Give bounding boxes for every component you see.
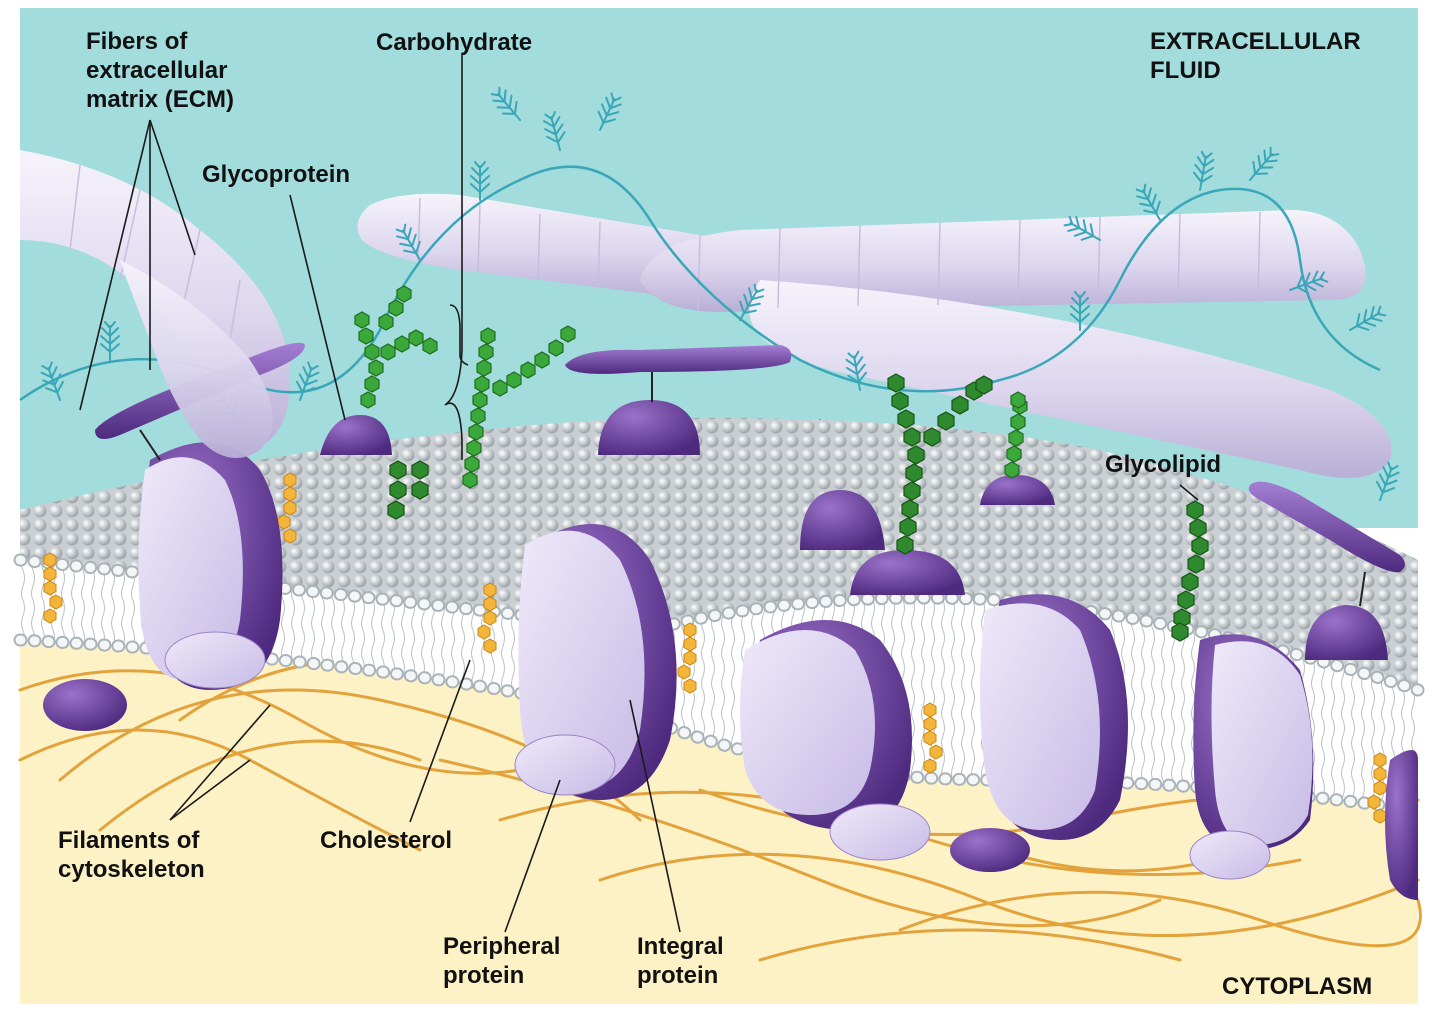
membrane-outer-surface (20, 418, 1418, 690)
carbohydrate-label: Carbohydrate (376, 29, 533, 56)
integral-protein-3 (740, 620, 1030, 872)
integral-protein-label: Integral protein (637, 932, 724, 990)
extracellular-fluid-line-1: EXTRACELLULAR (1150, 28, 1361, 55)
peripheral-protein-label: Peripheral protein (443, 932, 560, 990)
membrane-upper-head-highlight (15, 555, 1423, 695)
extracellular-fluid-line-2: FLUID (1150, 57, 1221, 84)
glycoprotein-label: Glycoprotein (202, 161, 351, 188)
integral-protein-5 (1189, 634, 1314, 880)
integral-proteins (138, 442, 1418, 900)
integral-protein-4 (980, 594, 1128, 840)
peripheral-protein-left (43, 679, 127, 731)
integral-protein-1 (138, 442, 283, 690)
integral-protein-2 (514, 524, 677, 800)
glycolipid-label: Glycolipid (1105, 451, 1222, 478)
cytoplasm-label: CYTOPLASM (1222, 973, 1373, 1000)
ecm-label-line-3: matrix (ECM) (86, 86, 235, 113)
extracellular-fluid-label: EXTRACELLULAR FLUID (1150, 27, 1361, 85)
glycoproteins (139, 372, 1388, 660)
cytoskeleton-label: Filaments of cytoskeleton (58, 826, 205, 884)
cytoplasm-region (20, 613, 1418, 1004)
peripheral-protein-line-2: protein (443, 962, 525, 989)
ecm-fibers-label: Fibers of extracellular matrix (ECM) (86, 27, 234, 114)
ecm-label-line-1: Fibers of (86, 28, 188, 55)
cytoskeleton-label-line-1: Filaments of (58, 827, 200, 854)
leader-lines (79, 55, 1199, 933)
cytoskeleton-label-line-2: cytoskeleton (58, 856, 205, 883)
ecm-label-line-2: extracellular (86, 57, 228, 84)
integral-protein-6 (1385, 750, 1418, 900)
cholesterol-label: Cholesterol (320, 827, 453, 854)
peripheral-protein-line-1: Peripheral (443, 933, 561, 960)
integral-protein-line-1: Integral (637, 933, 724, 960)
integral-protein-line-2: protein (637, 962, 719, 989)
ecm-fiber-front (120, 260, 273, 458)
ecm-branching-filaments (19, 84, 1403, 603)
